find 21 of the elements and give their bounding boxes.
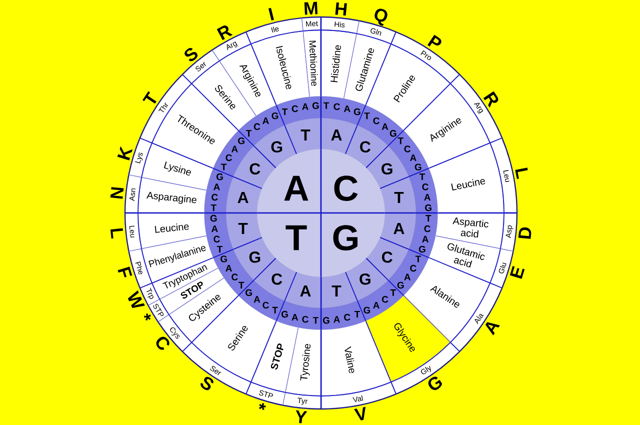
code-letter: S bbox=[184, 48, 198, 62]
code-letter: Y bbox=[296, 410, 308, 424]
ring-sector: A bbox=[380, 212, 416, 250]
code-letter: M bbox=[304, 2, 318, 15]
code-letter: N bbox=[110, 187, 124, 199]
code-letter: D bbox=[518, 227, 532, 239]
ring-sector: G bbox=[204, 212, 227, 225]
ring-sector: A bbox=[226, 176, 262, 214]
ring-sector: T bbox=[320, 96, 333, 119]
code-letter: L bbox=[110, 228, 123, 239]
code-letter: * bbox=[258, 403, 266, 410]
ring-sector: T bbox=[226, 212, 262, 250]
code-letter: C bbox=[156, 336, 170, 350]
code-letter: H bbox=[335, 2, 347, 16]
code-letter: L bbox=[515, 168, 528, 180]
ring-sector: A bbox=[320, 118, 358, 154]
ring-sector: A bbox=[284, 272, 322, 308]
ring-sector: T bbox=[284, 118, 322, 154]
ring-sector: T bbox=[320, 272, 358, 308]
ring-sector: T bbox=[380, 176, 416, 214]
code-letter: P bbox=[428, 34, 442, 46]
